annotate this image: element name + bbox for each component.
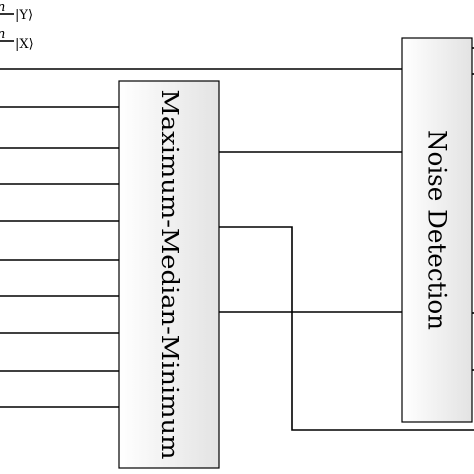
mmm-block: Maximum-Median-Minimum (118, 80, 220, 469)
svg-text:n: n (0, 0, 5, 15)
register-x-ket: |X⟩ (15, 37, 34, 52)
register-x-label: n |X⟩ (0, 27, 34, 52)
mmm-block-box (118, 80, 220, 469)
mmm-input-wires (0, 106, 119, 408)
qubit-count-y: n (0, 0, 5, 15)
noise-detection-box (401, 37, 473, 423)
qubit-count-x: n (0, 27, 5, 42)
svg-text:n: n (0, 27, 5, 42)
noise-detection-label: Noise Detection (423, 130, 452, 330)
noise-detection-block: Noise Detection (401, 37, 473, 423)
mmm-output-median-wire (219, 226, 474, 431)
register-y-label: n |Y⟩ (0, 0, 33, 23)
register-y-ket: |Y⟩ (15, 8, 33, 23)
mmm-block-label: Maximum-Median-Minimum (156, 90, 182, 460)
